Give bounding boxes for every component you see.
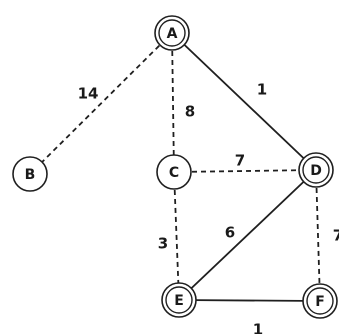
node-label: B bbox=[25, 167, 36, 183]
edge-c-d bbox=[174, 170, 316, 172]
edge-a-d bbox=[172, 33, 316, 170]
edge-weight-a-d: 1 bbox=[257, 81, 267, 99]
edge-weight-c-d: 7 bbox=[235, 152, 245, 170]
edge-weight-c-e: 3 bbox=[158, 235, 168, 253]
node-label: E bbox=[174, 293, 184, 309]
edge-weight-a-b: 14 bbox=[78, 85, 99, 103]
edge-a-c bbox=[172, 33, 174, 172]
edge-e-f bbox=[179, 300, 320, 301]
edge-a-b bbox=[30, 33, 172, 174]
node-label: C bbox=[169, 165, 179, 181]
node-c: C bbox=[157, 155, 191, 189]
node-b: B bbox=[13, 157, 47, 191]
node-label: A bbox=[167, 26, 178, 42]
node-e: E bbox=[162, 283, 196, 317]
edge-weight-e-f: 1 bbox=[253, 321, 263, 334]
edge-labels-layer: 14 8 1 7 3 6 7 1 bbox=[78, 81, 339, 334]
node-d: D bbox=[299, 153, 333, 187]
edge-weight-d-e: 6 bbox=[225, 224, 235, 242]
node-label: F bbox=[315, 294, 325, 310]
edge-d-e bbox=[179, 170, 316, 300]
node-label: D bbox=[310, 163, 322, 179]
node-f: F bbox=[303, 284, 337, 318]
edge-d-f bbox=[316, 170, 320, 301]
edge-c-e bbox=[174, 172, 179, 300]
nodes-layer: A B C D E F bbox=[13, 16, 337, 318]
edge-weight-a-c: 8 bbox=[185, 103, 195, 121]
node-a: A bbox=[155, 16, 189, 50]
edge-weight-d-f: 7 bbox=[333, 227, 339, 245]
